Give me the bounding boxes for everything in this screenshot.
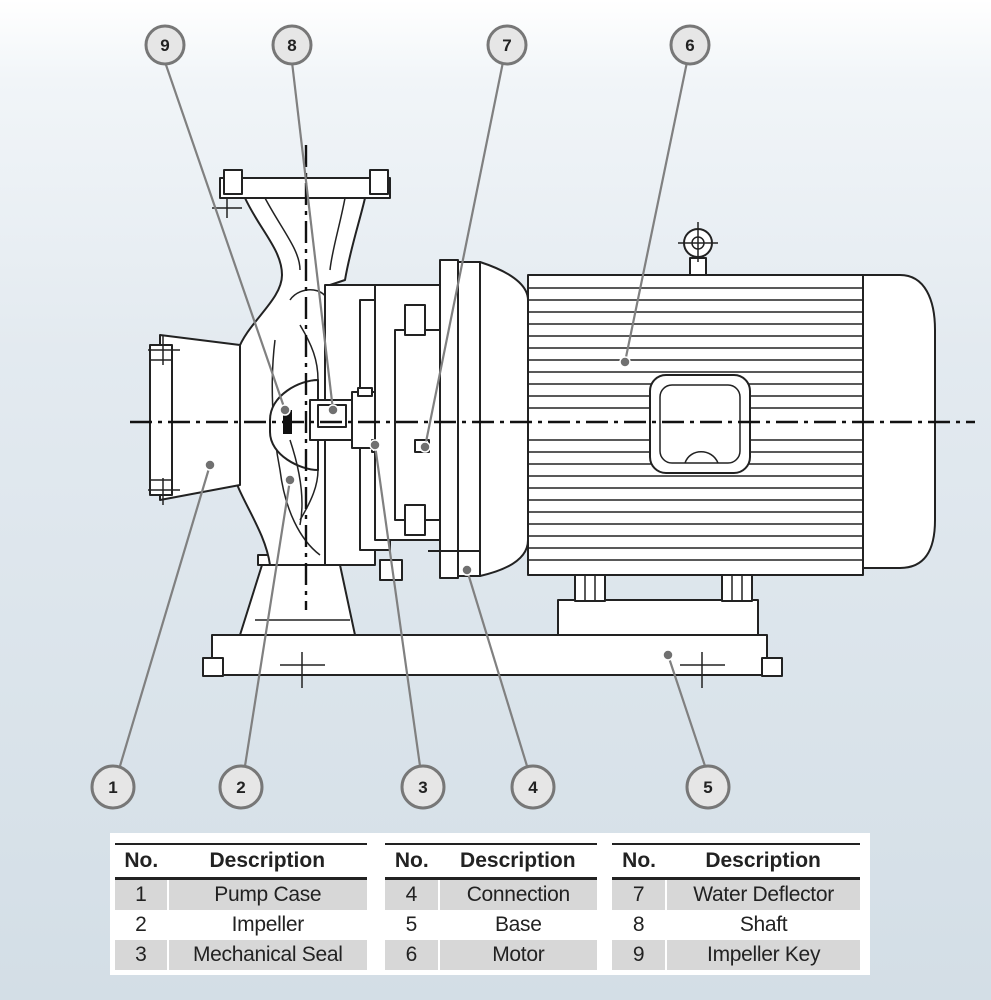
table-row: 9 Impeller Key xyxy=(612,940,860,970)
callout-9-label: 9 xyxy=(160,36,169,55)
part-no: 2 xyxy=(115,910,169,940)
part-no: 5 xyxy=(385,910,440,940)
pump-case xyxy=(148,169,403,581)
callout-3-label: 3 xyxy=(418,778,427,797)
part-description: Water Deflector xyxy=(666,878,860,910)
part-description: Impeller xyxy=(231,913,305,936)
callout-1: 1 xyxy=(90,764,136,810)
callout-1-label: 1 xyxy=(108,778,117,797)
part-no: 7 xyxy=(612,878,668,910)
table-row: 1 Pump Case xyxy=(115,878,367,910)
callout-4-label: 4 xyxy=(528,778,538,797)
callout-9: 9 xyxy=(144,24,186,66)
header-no: No. xyxy=(385,843,439,880)
header-no: No. xyxy=(115,843,168,880)
part-description: Shaft xyxy=(739,913,788,936)
part-no: 9 xyxy=(612,940,668,970)
callout-6: 6 xyxy=(669,24,711,66)
part-description: Base xyxy=(494,913,542,936)
table-row: 2 Impeller xyxy=(115,910,367,940)
part-description: Pump Case xyxy=(167,878,367,910)
callout-2-label: 2 xyxy=(236,778,245,797)
pump-pedestal xyxy=(239,554,356,636)
table-row: 8 Shaft xyxy=(612,910,860,940)
header-description: Description xyxy=(438,843,597,880)
header-description: Description xyxy=(666,843,860,880)
legend-table-2: No. Description 4 Connection 5 Base 6 Mo… xyxy=(385,843,597,970)
part-description: Impeller Key xyxy=(666,940,860,970)
leader-lines xyxy=(118,61,707,767)
callout-5-label: 5 xyxy=(703,778,712,797)
part-no: 1 xyxy=(115,878,169,910)
base-frame xyxy=(202,634,783,688)
part-no: 8 xyxy=(612,910,668,940)
motor xyxy=(479,222,936,577)
part-no: 6 xyxy=(385,940,440,970)
motor-pedestal xyxy=(557,572,759,636)
callout-4: 4 xyxy=(510,764,556,810)
callout-8: 8 xyxy=(271,24,313,66)
centerlines xyxy=(130,145,975,610)
callout-7-label: 7 xyxy=(502,36,511,55)
table-row: 3 Mechanical Seal xyxy=(115,940,367,970)
part-description: Connection xyxy=(438,878,597,910)
callout-6-label: 6 xyxy=(685,36,694,55)
callout-3: 3 xyxy=(400,764,446,810)
connection-bracket xyxy=(374,259,485,579)
table-row: 4 Connection xyxy=(385,878,597,910)
header-no: No. xyxy=(612,843,667,880)
legend-table-3: No. Description 7 Water Deflector 8 Shaf… xyxy=(612,843,860,970)
callout-5: 5 xyxy=(685,764,731,810)
part-description: Motor xyxy=(438,940,597,970)
table-row: 6 Motor xyxy=(385,940,597,970)
callout-8-label: 8 xyxy=(287,36,296,55)
part-no: 4 xyxy=(385,878,440,910)
header-description: Description xyxy=(167,843,367,880)
table-row: 5 Base xyxy=(385,910,597,940)
parts-legend: No. Description 1 Pump Case 2 Impeller 3… xyxy=(110,833,870,975)
part-no: 3 xyxy=(115,940,169,970)
callout-2: 2 xyxy=(218,764,264,810)
table-row: 7 Water Deflector xyxy=(612,878,860,910)
legend-table-1: No. Description 1 Pump Case 2 Impeller 3… xyxy=(115,843,367,970)
part-description: Mechanical Seal xyxy=(167,940,367,970)
callout-7: 7 xyxy=(486,24,528,66)
